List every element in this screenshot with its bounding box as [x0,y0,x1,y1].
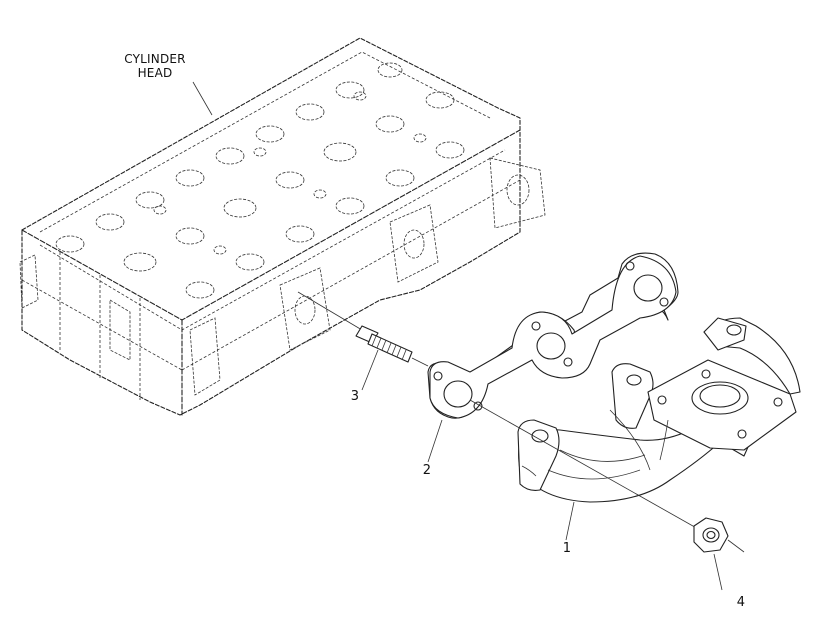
cylinder-head-label-line2: HEAD [137,66,173,80]
callout-1: 1 [562,541,572,556]
cylinder-head-label-line1: CYLINDER [124,52,186,66]
assembly-axis-line [469,399,701,531]
leader-2 [427,419,443,463]
callout-3: 3 [350,389,360,404]
leader-3 [361,349,379,391]
nut-part-4 [693,517,745,553]
cylinder-head-label: CYLINDER HEAD [110,52,200,80]
leader-1 [565,501,575,541]
cylinder-head-drawing [19,37,546,416]
callout-2: 2 [422,463,432,478]
manifold-part-1 [517,317,801,503]
callout-4: 4 [736,595,746,610]
leader-4 [713,553,723,591]
stud-part-3 [297,291,429,367]
gasket-part-2 [427,252,679,419]
cylinder-head-leader [192,81,213,116]
